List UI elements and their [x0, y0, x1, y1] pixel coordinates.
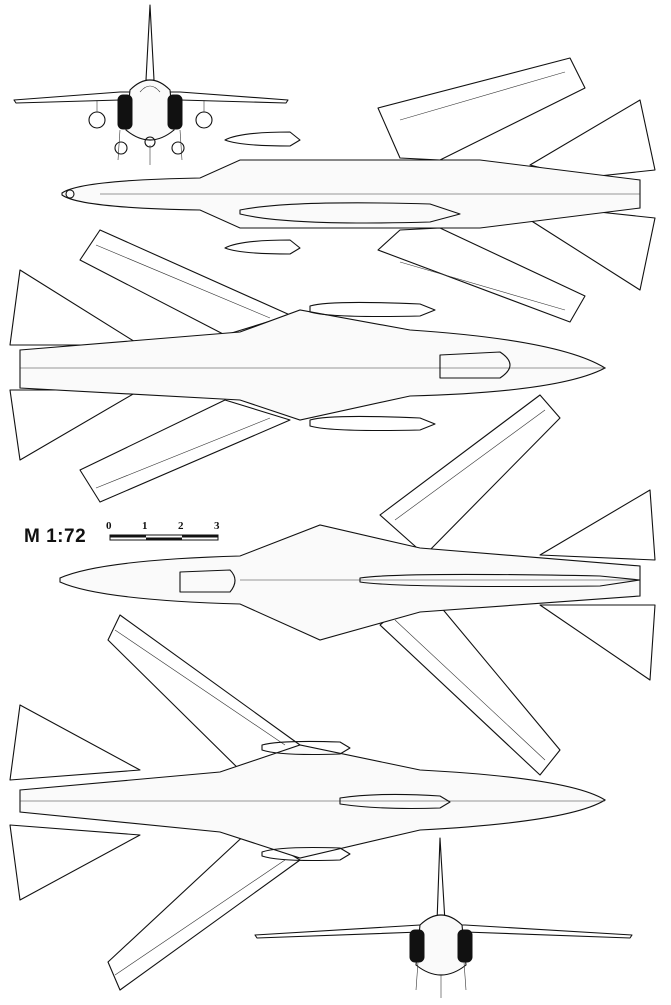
top-view-swept — [61, 57, 656, 323]
bottom-view-2 — [9, 614, 607, 991]
front-view-bottom — [254, 837, 633, 998]
scale-ratio-label: M 1:72 — [24, 526, 87, 547]
scale-tick-1: 1 — [142, 520, 148, 532]
scale-tick-2: 2 — [178, 520, 184, 532]
scale-tick-3: 3 — [214, 520, 220, 532]
top-view-swept-2 — [9, 229, 607, 503]
scale-tick-0: 0 — [106, 520, 112, 532]
scale-bar — [109, 534, 219, 541]
front-view-top — [13, 4, 289, 165]
bottom-view-1 — [59, 394, 656, 776]
